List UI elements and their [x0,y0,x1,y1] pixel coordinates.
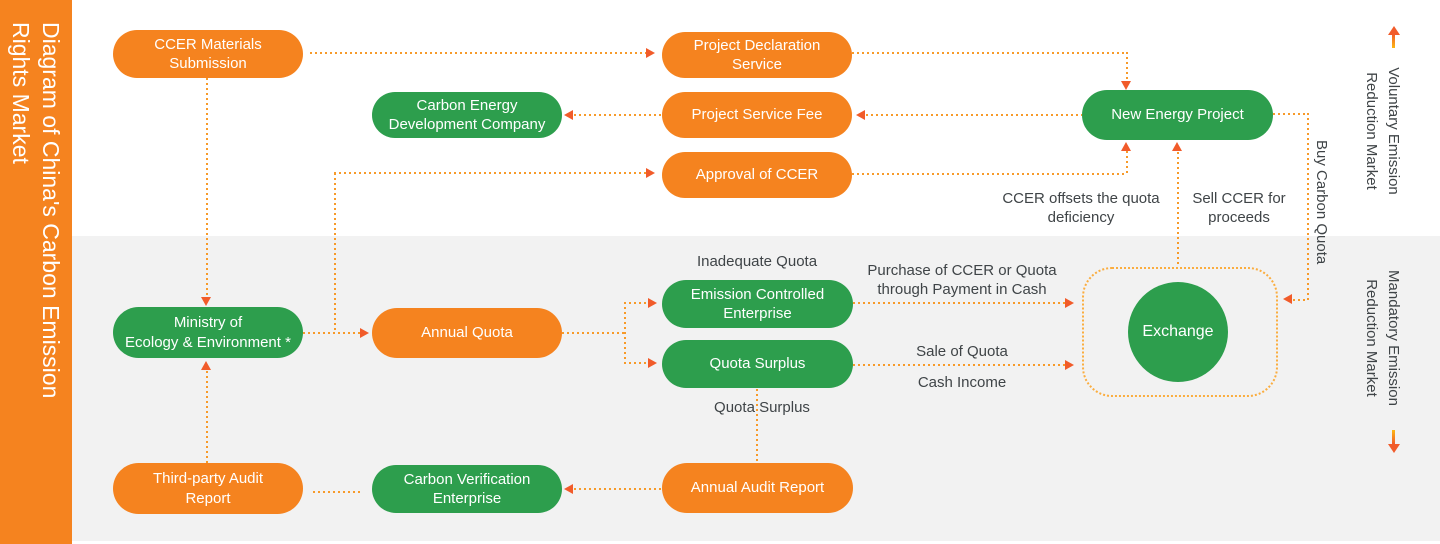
arrowhead-into-newenergy-bottom-left [1121,142,1131,151]
node-label: Approval of CCER [695,166,819,184]
connector-newenergy-to-servicefee [866,114,1082,116]
arrowhead-buyquota-into-exchange [1283,294,1292,304]
node-ministry-of-ecology-environment: Ministry of Ecology & Environment * [113,307,303,358]
connector-split-down [624,332,626,364]
node-label: Project Service Fee [691,106,823,124]
arrowhead-sellccer-into-newenergy [1172,142,1182,151]
connector-sale [853,364,1065,366]
label-sell-ccer: Sell CCER for proceeds [1192,190,1286,226]
arrowhead-into-ministry-top [201,297,211,306]
connector-verification-to-thirdparty [313,491,363,493]
connector-buyquota-h2 [1293,299,1308,301]
node-carbon-verification-enterprise: Carbon Verification Enterprise [372,465,562,513]
title-sidebar: Diagram of China's Carbon Emission Right… [0,0,72,544]
node-project-declaration-service: Project Declaration Service [662,32,852,78]
node-label: Third-party Audit Report [152,470,264,507]
up-arrow-icon [1392,34,1395,48]
node-exchange: Exchange [1128,282,1228,382]
label-quota-surplus: Quota Surplus [714,399,810,416]
node-annual-quota: Annual Quota [372,308,562,358]
node-label: New Energy Project [1111,106,1244,124]
arrowhead-into-emissioncontrolled [648,298,657,308]
node-label: Exchange [1142,322,1214,340]
arrowhead-into-ministry-bottom [201,361,211,370]
connector-ministry-to-approval-h [334,172,646,174]
connector-annualquota-out [562,332,625,334]
connector-materials-to-declaration [310,52,646,54]
exchange-frame [1082,267,1278,397]
label-inadequate-quota: Inadequate Quota [696,253,818,270]
node-label: Project Declaration Service [693,36,821,74]
label-purchase-of-ccer: Purchase of CCER or Quota through Paymen… [867,262,1057,298]
node-label: Carbon Verification Enterprise [403,470,531,508]
arrowhead-into-servicefee [856,110,865,120]
node-ccer-materials-submission: CCER Materials Submission [113,30,303,78]
down-arrow-icon [1392,430,1395,444]
node-label: Quota Surplus [709,355,806,373]
node-new-energy-project: New Energy Project [1082,90,1273,140]
connector-approval-to-newenergy-h [852,173,1127,175]
connector-thirdparty-to-ministry [206,371,208,463]
connector-quotasurplus-to-audit [756,389,758,461]
connector-sellccer [1177,152,1179,267]
node-annual-audit-report: Annual Audit Report [662,463,853,513]
node-label: Ministry of Ecology & Environment * [125,314,291,351]
arrowhead-into-quotasurplus [648,358,657,368]
node-emission-controlled-enterprise: Emission Controlled Enterprise [662,280,853,328]
node-approval-of-ccer: Approval of CCER [662,152,852,198]
connector-buyquota-v [1307,113,1309,301]
label-cash-income: Cash Income [917,374,1007,391]
connector-ministry-to-approval-v [334,173,336,333]
arrowhead-into-carbonenergy [564,110,573,120]
node-quota-surplus: Quota Surplus [662,340,853,388]
connector-materials-to-ministry [206,78,208,297]
connector-split-up-h [624,302,648,304]
node-label: Carbon Energy Development Company [388,96,546,134]
node-label: Annual Audit Report [690,479,825,497]
node-label: Annual Quota [421,324,513,342]
arrowhead-purchase-into-exchange [1065,298,1074,308]
label-mandatory-market: Mandatory Emission Reduction Market [1363,270,1402,406]
arrowhead-into-annualquota [360,328,369,338]
arrowhead-into-approval [646,168,655,178]
label-ccer-offsets: CCER offsets the quota deficiency [1002,190,1160,226]
connector-purchase [853,302,1065,304]
up-arrow-head-icon [1388,26,1400,35]
arrowhead-into-declaration [646,48,655,58]
connector-ministry-to-annualquota [303,332,360,334]
arrowhead-sale-into-exchange [1065,360,1074,370]
node-carbon-energy-development-company: Carbon Energy Development Company [372,92,562,138]
connector-approval-to-newenergy-v [1126,151,1128,173]
node-label: Emission Controlled Enterprise [690,285,825,323]
label-sale-of-quota: Sale of Quota [916,343,1008,360]
node-project-service-fee: Project Service Fee [662,92,852,138]
node-third-party-audit-report: Third-party Audit Report [113,463,303,514]
connector-split-up [624,302,626,333]
label-buy-carbon-quota: Buy Carbon Quota [1313,140,1330,265]
connector-audit-to-verification [574,488,662,490]
node-label: CCER Materials Submission [154,35,262,73]
down-arrow-head-icon [1388,444,1400,453]
label-voluntary-market: Voluntary Emission Reduction Market [1363,67,1402,195]
connector-declaration-to-newenergy-v [1126,52,1128,82]
arrowhead-into-verification [564,484,573,494]
arrowhead-into-newenergy-top [1121,81,1131,90]
diagram-title: Diagram of China's Carbon Emission Right… [8,22,64,399]
connector-split-down-h [624,362,648,364]
connector-buyquota-h1 [1273,113,1308,115]
connector-servicefee-to-carbonenergy [574,114,662,116]
connector-declaration-to-newenergy-h [852,52,1127,54]
